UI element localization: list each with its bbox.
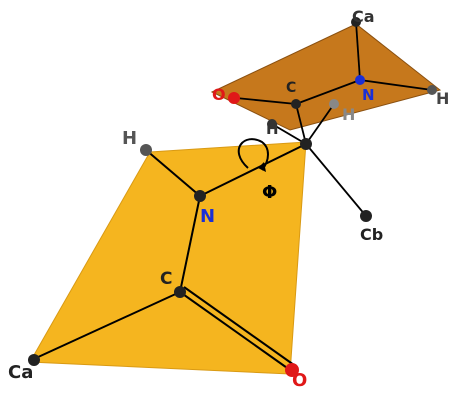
bond-c-o-back bbox=[235, 97, 297, 105]
bond-c-ca-left bbox=[35, 291, 181, 359]
phi-arrowhead bbox=[258, 162, 266, 172]
label-alpha-carbon-left: Ca bbox=[8, 362, 33, 383]
label-oxygen-main: O bbox=[292, 370, 307, 391]
phi-arc bbox=[237, 138, 269, 171]
label-nitrogen-right: N bbox=[362, 86, 375, 104]
label-beta-carbon: Cb bbox=[360, 225, 383, 244]
atom-carbon-main bbox=[174, 286, 186, 298]
label-carbon-right: C bbox=[286, 80, 296, 96]
atom-beta-carbon bbox=[360, 210, 372, 222]
back-bonds bbox=[235, 21, 433, 217]
bond-n-c bbox=[179, 195, 201, 293]
atom-carbon-back bbox=[291, 99, 301, 109]
atom-nitrogen-main bbox=[194, 190, 206, 202]
label-hydrogen-amide: H bbox=[122, 128, 137, 149]
label-carbon-main: C bbox=[160, 269, 172, 289]
bond-n-h-back bbox=[359, 79, 433, 91]
atom-alpha-carbon-center bbox=[300, 138, 312, 150]
label-hydrogen-alpha-left: H bbox=[266, 120, 279, 138]
bond-ca-c-back bbox=[295, 103, 307, 145]
label-hydrogen-right-far: H bbox=[436, 89, 449, 108]
atoms bbox=[28, 17, 437, 377]
label-oxygen-right: O bbox=[212, 85, 226, 104]
bond-n-ca-back bbox=[355, 21, 361, 81]
bond-ca-h-alpha bbox=[305, 103, 335, 145]
bond-n-ca bbox=[199, 143, 307, 197]
front-amide-plane bbox=[29, 141, 307, 375]
atom-alpha-carbon-left bbox=[28, 354, 40, 366]
bond-ca-cb bbox=[305, 143, 367, 217]
bond-h-n bbox=[145, 149, 201, 197]
atom-oxygen-main bbox=[285, 363, 299, 377]
atom-hydrogen-back-far bbox=[427, 85, 437, 95]
label-nitrogen-main: N bbox=[200, 206, 215, 227]
label-alpha-carbon-right: Ca bbox=[352, 7, 375, 26]
bond-c-o-2 bbox=[183, 286, 295, 366]
bond-ca-h-left bbox=[271, 123, 307, 145]
atom-hydrogen-alpha bbox=[329, 99, 339, 109]
atom-oxygen-back bbox=[228, 92, 240, 104]
front-bonds bbox=[35, 143, 307, 371]
label-hydrogen-alpha-plane: H bbox=[342, 105, 355, 124]
bond-c-o-1 bbox=[179, 291, 291, 371]
atom-alpha-carbon-back bbox=[351, 17, 361, 27]
atom-nitrogen-back bbox=[355, 75, 365, 85]
bond-c-n-back bbox=[295, 79, 361, 105]
atom-hydrogen-amide bbox=[140, 144, 152, 156]
label-phi-angle: Φ bbox=[262, 182, 277, 203]
atom-hydrogen-alpha-left bbox=[267, 119, 277, 129]
back-amide-plane bbox=[210, 23, 442, 131]
